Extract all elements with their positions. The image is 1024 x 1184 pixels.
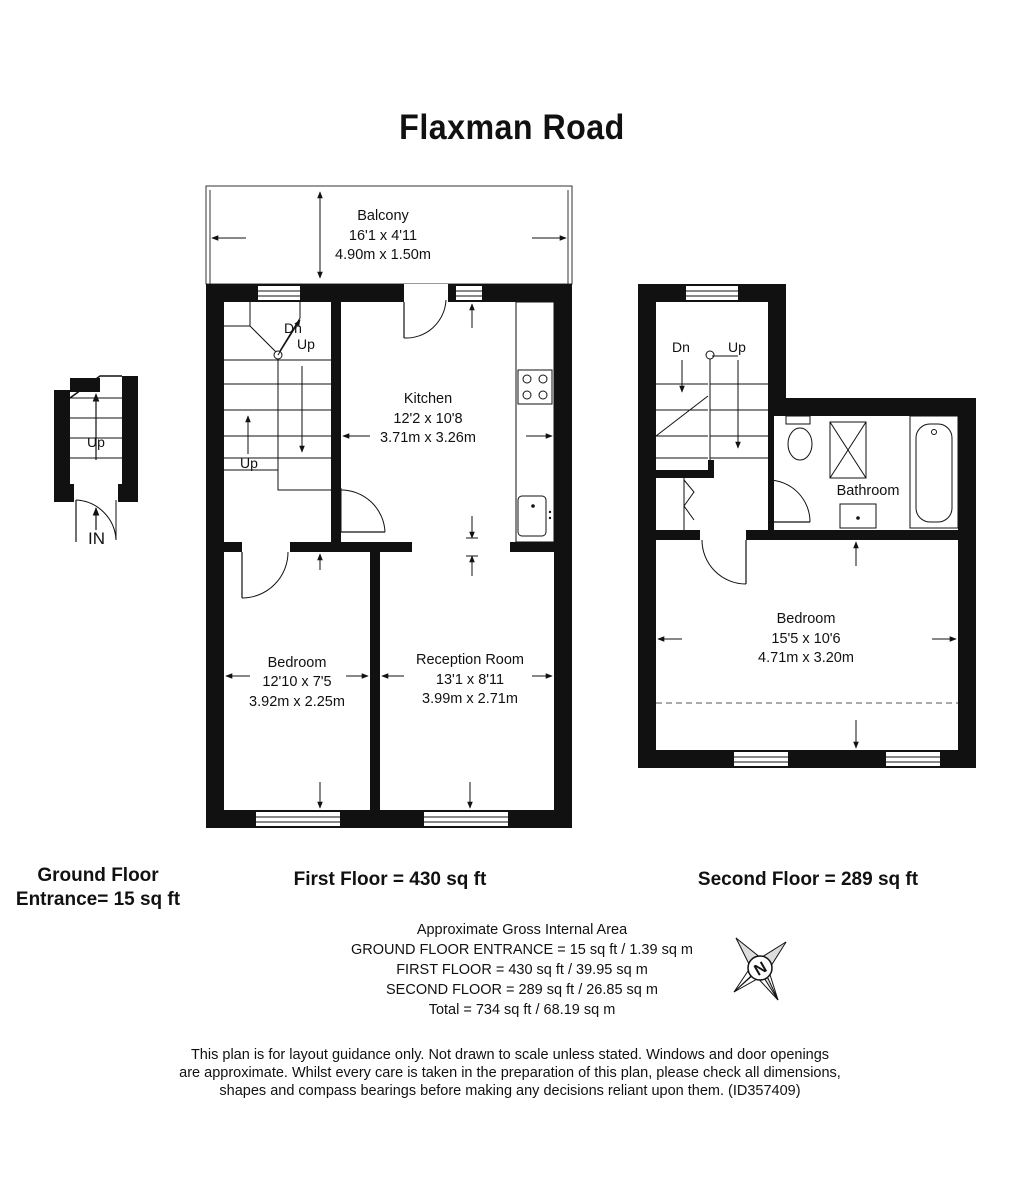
area-ground: GROUND FLOOR ENTRANCE = 15 sq ft / 1.39 … xyxy=(350,942,694,958)
stair-down-label: Dn xyxy=(284,320,302,336)
ground-floor-label-line1: Ground Floor xyxy=(37,865,159,886)
reception-imperial: 13'1 x 8'11 xyxy=(436,672,504,688)
area-total: Total = 734 sq ft / 68.19 sq m xyxy=(428,1002,616,1018)
bedroom1-name: Bedroom xyxy=(268,655,327,671)
gross-internal-area: Approximate Gross Internal Area GROUND F… xyxy=(262,920,782,1020)
kitchen-imperial: 12'2 x 10'8 xyxy=(393,411,462,427)
ground-floor-entrance: Up IN xyxy=(54,375,138,548)
first-floor: Dn Up Up xyxy=(205,185,573,828)
balcony-name: Balcony xyxy=(357,208,409,224)
kitchen-metric: 3.71m x 3.26m xyxy=(380,430,476,446)
ground-floor-label: Ground Floor Entrance= 15 sq ft xyxy=(10,864,186,912)
disclaimer-line3: shapes and compass bearings before makin… xyxy=(219,1083,801,1099)
bedroom2-metric: 4.71m x 3.20m xyxy=(758,650,854,666)
first-floor-label: First Floor = 430 sq ft xyxy=(293,869,487,890)
bedroom2-name: Bedroom xyxy=(777,611,836,627)
disclaimer-line1: This plan is for layout guidance only. N… xyxy=(190,1047,830,1063)
stair-up-label: Up xyxy=(297,336,315,352)
second-stair-up-label: Up xyxy=(728,339,746,355)
area-heading: Approximate Gross Internal Area xyxy=(416,922,628,938)
second-floor: Dn Up Bathroom Bedroom 15'5 x 10'6 4.71 xyxy=(638,284,976,768)
area-first: FIRST FLOOR = 430 sq ft / 39.95 sq m xyxy=(396,962,648,978)
balcony-metric: 4.90m x 1.50m xyxy=(335,247,431,263)
ground-floor-label-line2: Entrance= 15 sq ft xyxy=(15,889,181,910)
area-second: SECOND FLOOR = 289 sq ft / 26.85 sq m xyxy=(386,982,658,998)
reception-name: Reception Room xyxy=(416,652,524,668)
compass-icon: N xyxy=(733,937,787,1001)
disclaimer-line2: are approximate. Whilst every care is ta… xyxy=(179,1065,841,1081)
kitchen-name: Kitchen xyxy=(404,391,452,407)
reception-metric: 3.99m x 2.71m xyxy=(422,691,518,707)
bathroom-name: Bathroom xyxy=(837,483,900,499)
bedroom1-metric: 3.92m x 2.25m xyxy=(249,694,345,710)
entrance-stair-up-label: Up xyxy=(87,434,105,450)
bedroom2-imperial: 15'5 x 10'6 xyxy=(771,631,840,647)
disclaimer: This plan is for layout guidance only. N… xyxy=(140,1046,880,1100)
second-floor-label: Second Floor = 289 sq ft xyxy=(697,869,919,890)
stair-up-label-lower: Up xyxy=(240,455,258,471)
bedroom1-imperial: 12'10 x 7'5 xyxy=(262,674,331,690)
second-stair-down-label: Dn xyxy=(672,339,690,355)
plan-title: Flaxman Road xyxy=(399,108,625,147)
balcony-imperial: 16'1 x 4'11 xyxy=(349,228,417,244)
entrance-in-label: IN xyxy=(88,529,105,548)
